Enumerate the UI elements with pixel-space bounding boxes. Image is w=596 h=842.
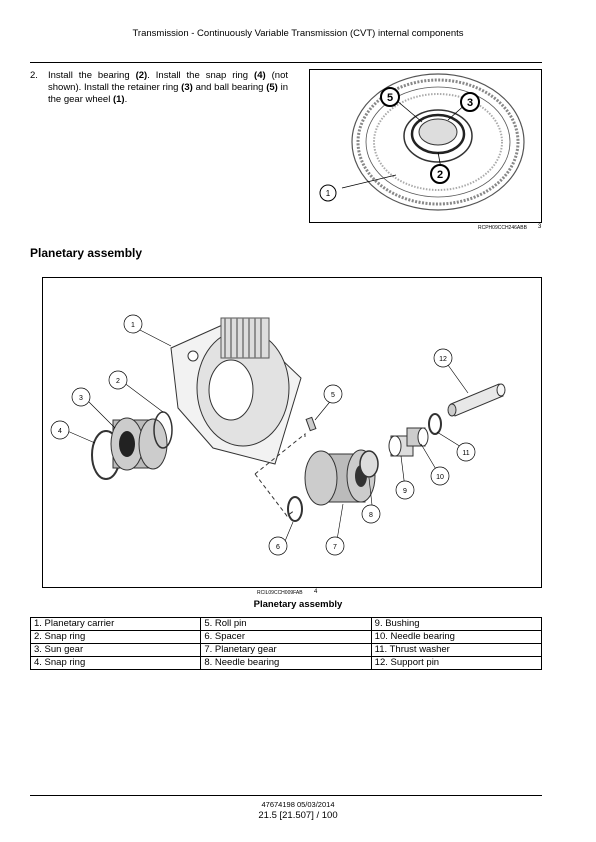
figure2-code: RCIL09CCH009FAB xyxy=(257,590,303,596)
planetary-gear-drawing xyxy=(304,449,376,506)
table-cell: 1. Planetary carrier xyxy=(29,617,202,631)
step-text: Install the bearing (2). Install the sna… xyxy=(48,70,288,105)
table-cell: 5. Roll pin xyxy=(200,617,372,631)
thrust-washer-drawing xyxy=(428,413,442,435)
table-cell: 9. Bushing xyxy=(370,617,543,631)
table-cell: 11. Thrust washer xyxy=(370,643,543,657)
spacer-drawing xyxy=(287,496,303,522)
callout-2: 2 xyxy=(437,169,443,181)
callout-7: 7 xyxy=(333,544,337,551)
header-rule xyxy=(30,62,542,63)
footer-rule xyxy=(30,795,542,796)
page-header: Transmission - Continuously Variable Tra… xyxy=(132,28,464,39)
callout-6: 6 xyxy=(276,544,280,551)
table-cell: 6. Spacer xyxy=(200,630,372,644)
figure2-index: 4 xyxy=(314,589,318,595)
parts-table: 1. Planetary carrier 5. Roll pin 9. Bush… xyxy=(29,617,543,670)
planetary-carrier-drawing xyxy=(170,317,302,465)
table-row: 2. Snap ring 6. Spacer 10. Needle bearin… xyxy=(29,630,543,644)
callout-8: 8 xyxy=(369,512,373,519)
figure1-code: RCPH09CCH246ABB xyxy=(478,225,527,231)
section-title: Planetary assembly xyxy=(30,246,143,260)
callout-9: 9 xyxy=(403,488,407,495)
callout-1: 1 xyxy=(131,322,135,329)
table-cell: 12. Support pin xyxy=(370,656,543,670)
gear-wheel-illustration: 5 3 2 1 xyxy=(319,73,525,211)
planetary-assembly-illustration: 1 2 3 4 5 6 7 8 9 10 11 12 xyxy=(50,314,506,556)
table-cell: 8. Needle bearing xyxy=(200,656,372,670)
callout-5: 5 xyxy=(331,392,335,399)
page-number: 21.5 [21.507] / 100 xyxy=(258,810,338,821)
table-row: 4. Snap ring 8. Needle bearing 12. Suppo… xyxy=(29,656,543,670)
needle-bearing-8-drawing xyxy=(359,450,379,478)
table-cell: 7. Planetary gear xyxy=(200,643,372,657)
table-cell: 10. Needle bearing xyxy=(370,630,543,644)
document-id: 47674198 05/03/2014 xyxy=(261,800,335,809)
callout-10: 10 xyxy=(436,474,444,481)
callout-3: 3 xyxy=(79,395,83,402)
table-cell: 4. Snap ring xyxy=(29,656,202,670)
roll-pin-drawing xyxy=(305,416,317,432)
callout-1: 1 xyxy=(326,189,331,198)
callout-12: 12 xyxy=(439,356,447,363)
table-cell: 3. Sun gear xyxy=(29,643,202,657)
sun-gear-drawing xyxy=(110,417,168,471)
table-cell: 2. Snap ring xyxy=(29,630,202,644)
callout-2: 2 xyxy=(116,378,120,385)
callout-11: 11 xyxy=(462,450,469,457)
figure-planetary-assembly: 1 2 3 4 5 6 7 8 9 10 11 12 xyxy=(42,277,542,588)
callout-5: 5 xyxy=(387,92,393,104)
callout-3: 3 xyxy=(467,97,473,109)
support-pin-drawing xyxy=(447,383,506,417)
instruction-step: 2. Install the bearing (2). Install the … xyxy=(30,70,288,106)
step-number: 2. xyxy=(30,70,38,81)
callout-4: 4 xyxy=(58,428,62,435)
figure2-caption: Planetary assembly xyxy=(253,599,343,610)
table-row: 3. Sun gear 7. Planetary gear 11. Thrust… xyxy=(29,643,543,657)
table-row: 1. Planetary carrier 5. Roll pin 9. Bush… xyxy=(29,617,543,631)
figure1-index: 3 xyxy=(538,224,542,230)
figure-gear-wheel: 5 3 2 1 xyxy=(309,69,542,223)
figure1-callouts: 5 3 2 1 xyxy=(319,87,480,202)
